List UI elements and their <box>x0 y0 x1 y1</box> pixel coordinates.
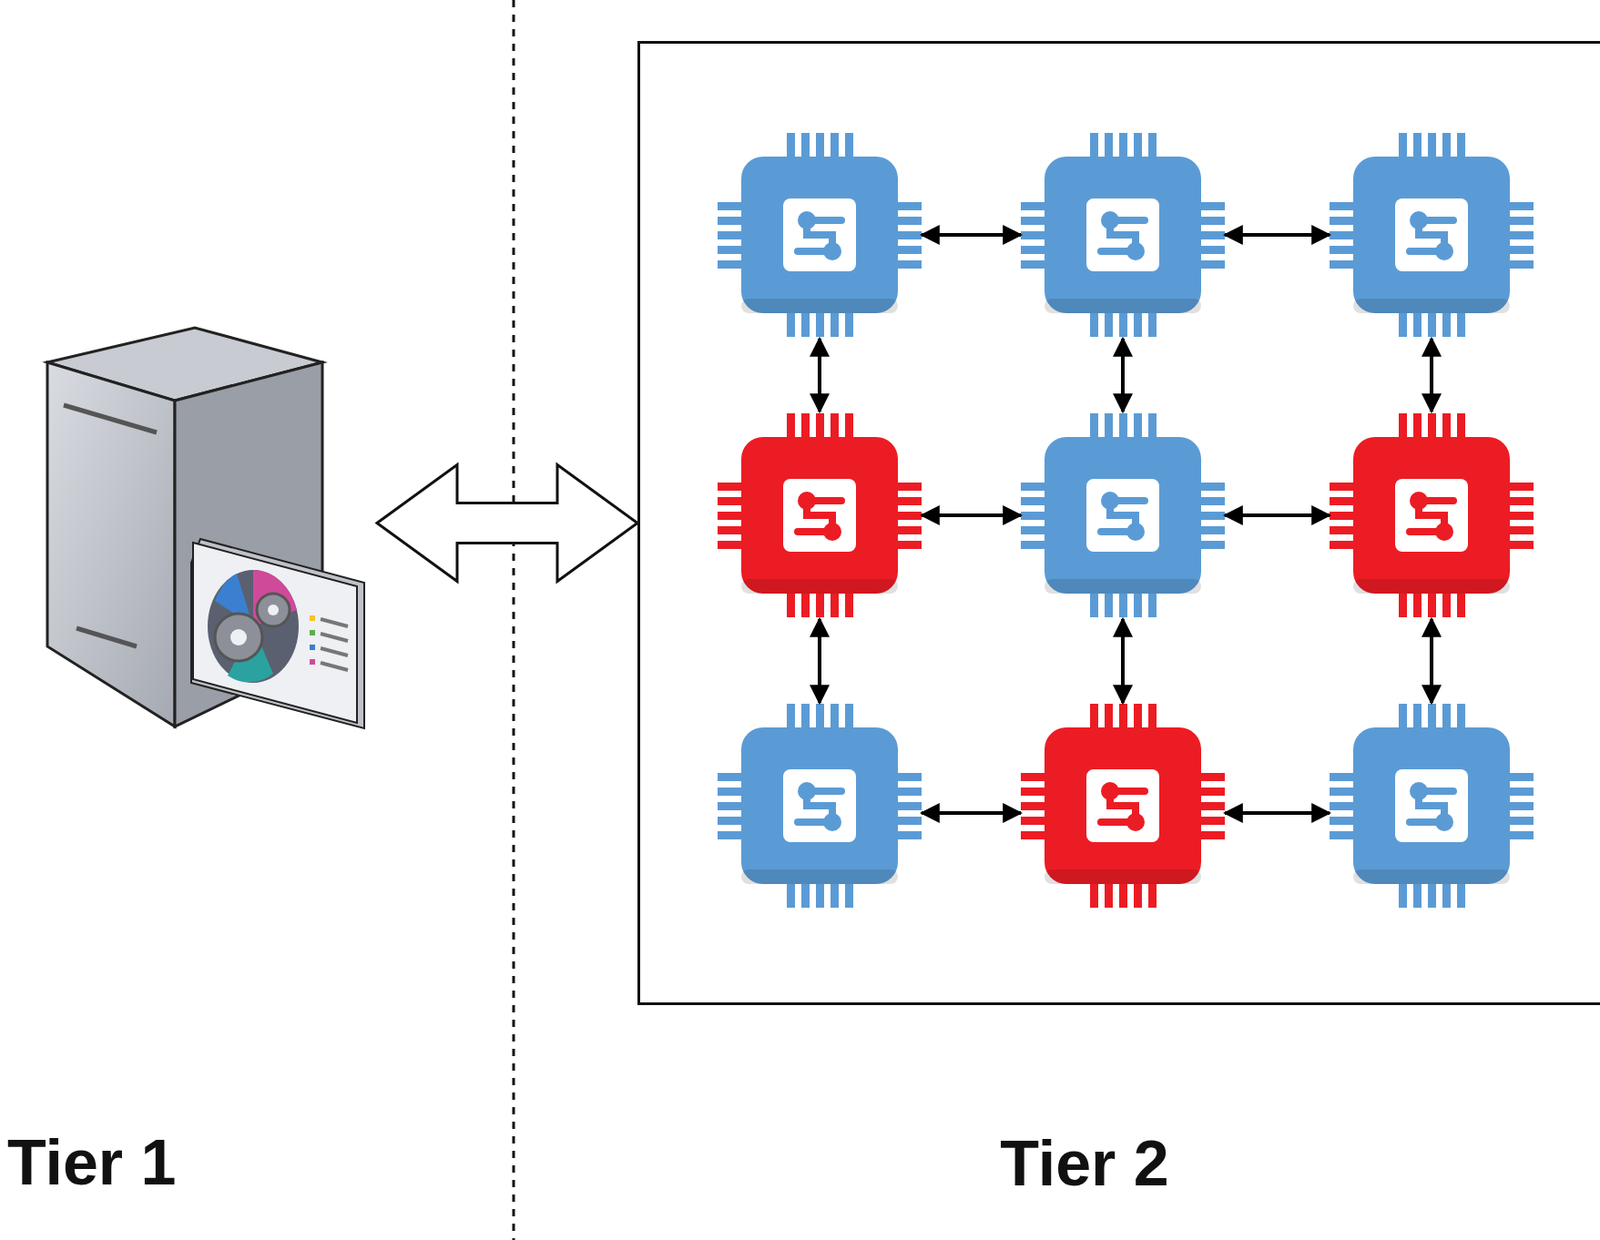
chip-link <box>819 234 1432 814</box>
tier-link-arrow <box>377 465 638 582</box>
tier-box: Tier 2 <box>637 40 1600 1006</box>
tier-divider <box>512 0 516 1240</box>
tier-label: Tier 2 <box>999 1127 1170 1201</box>
chip-grid <box>717 132 1534 908</box>
server-node: Tier 1 <box>40 320 374 735</box>
server-icon <box>47 327 365 729</box>
tier-label: Tier 1 <box>7 1126 177 1200</box>
